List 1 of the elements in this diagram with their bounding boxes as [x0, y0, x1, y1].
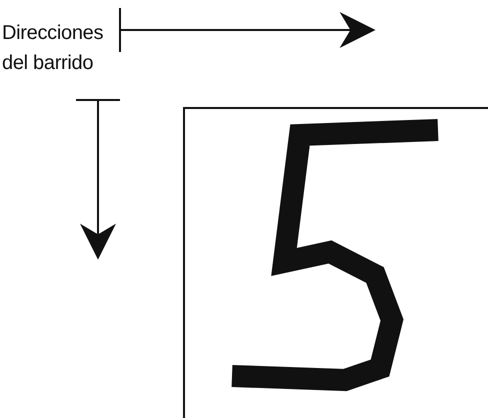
axis-label: Direcciones del barrido: [2, 21, 104, 76]
